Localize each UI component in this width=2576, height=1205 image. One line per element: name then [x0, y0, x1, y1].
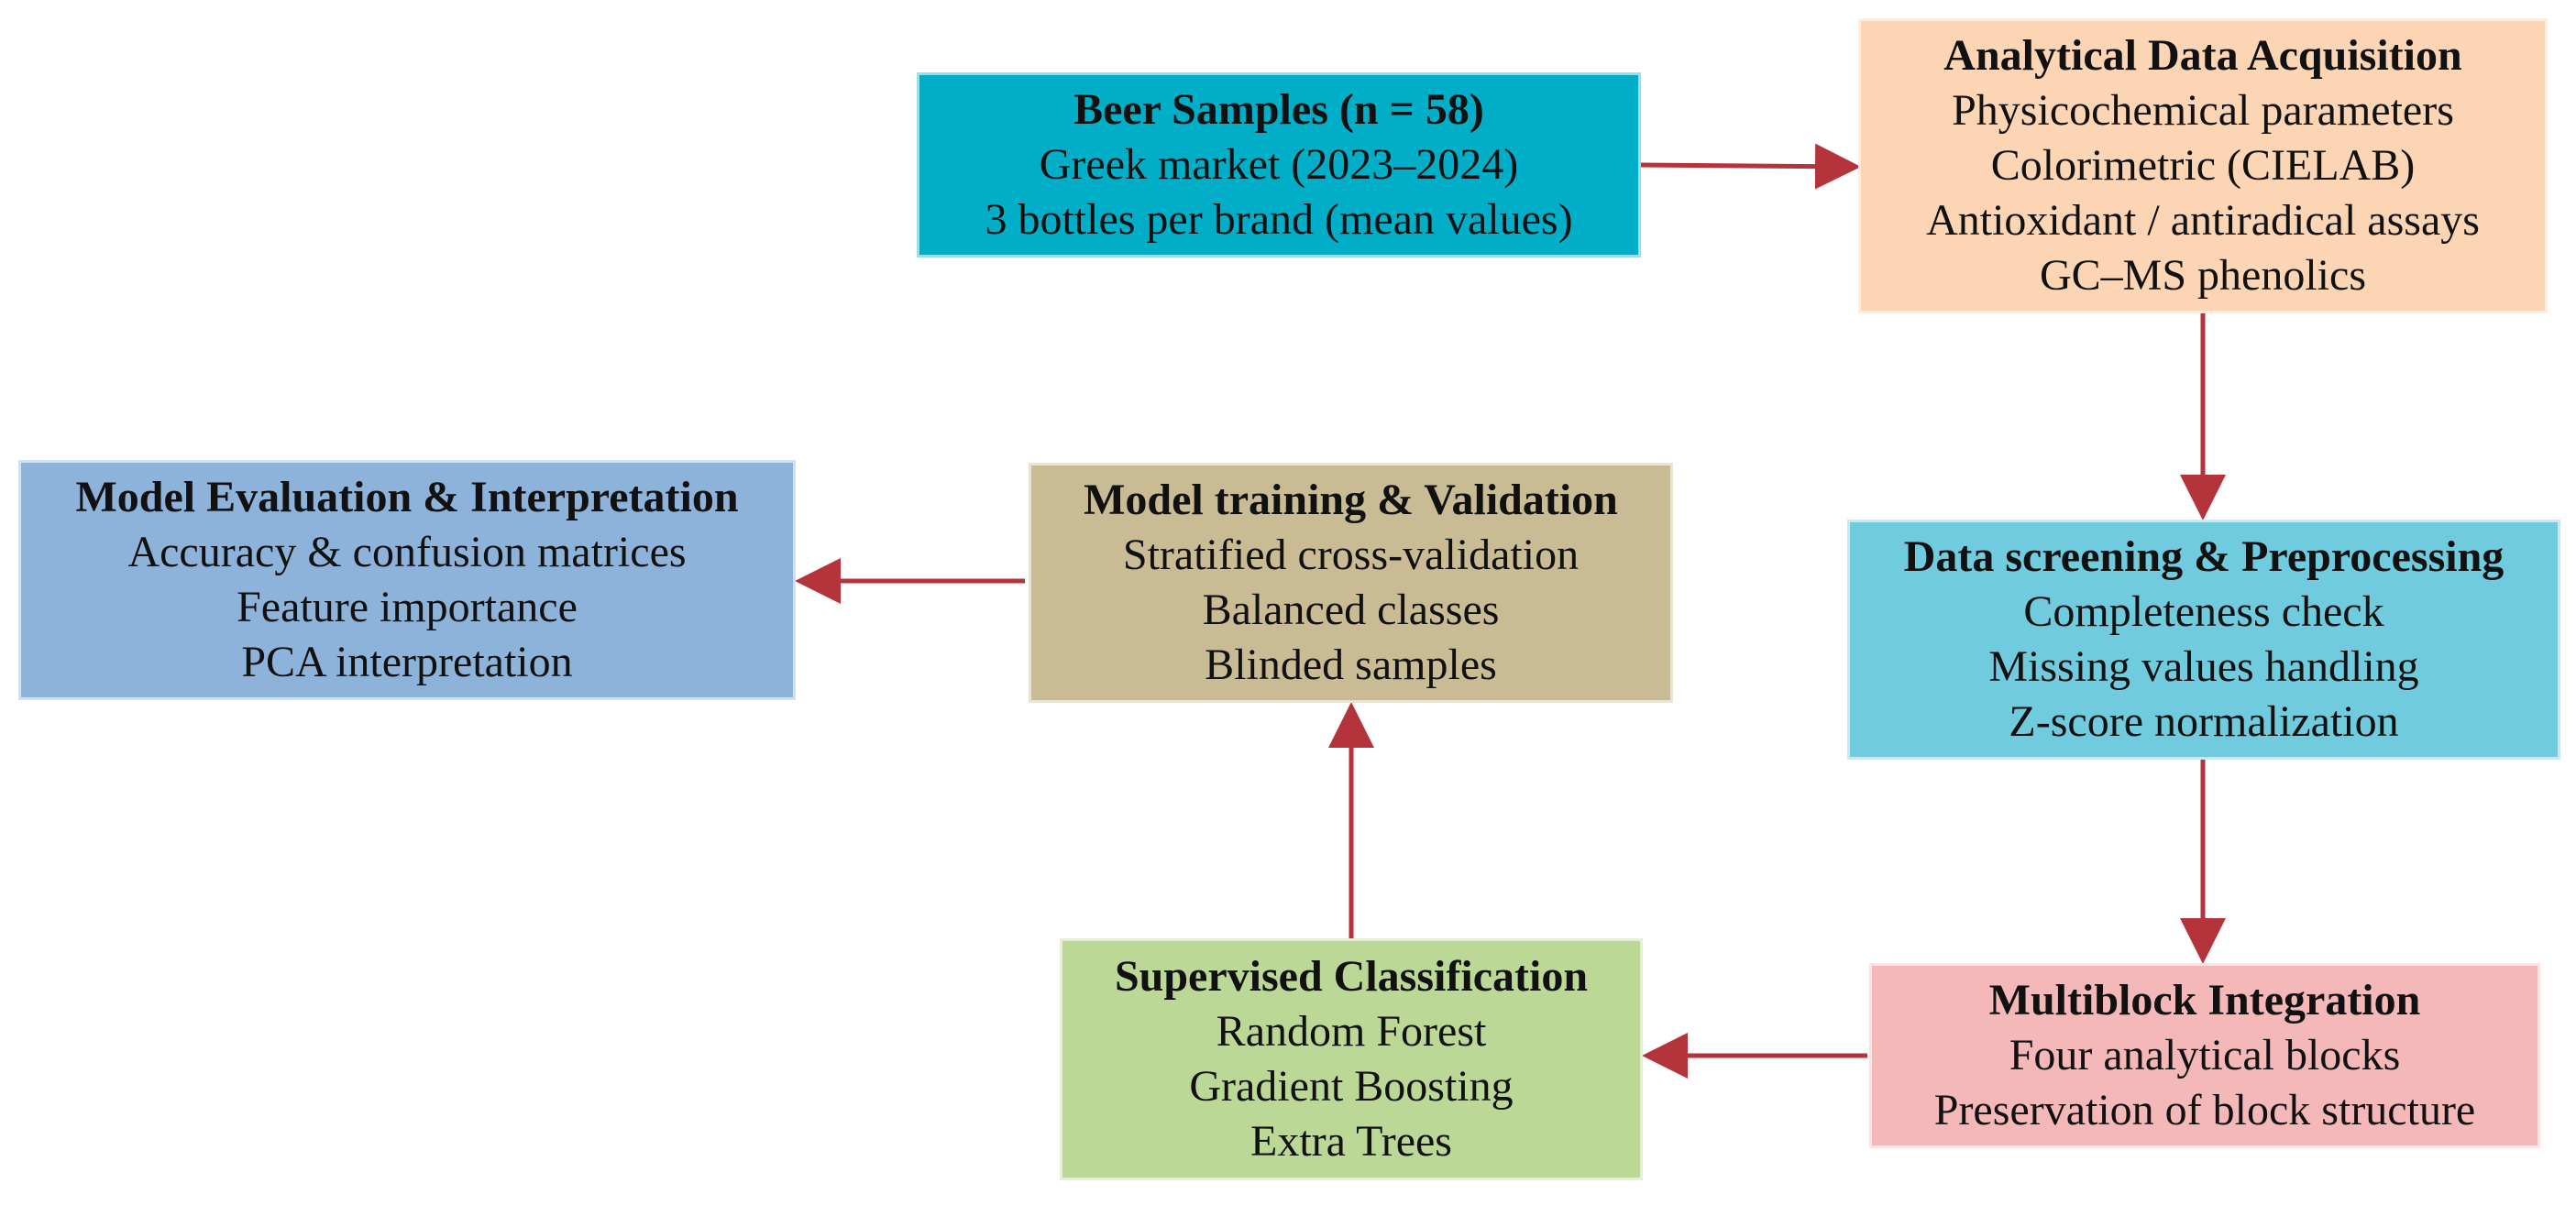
data-screening-box: Data screening & Preprocessing Completen… [1847, 520, 2560, 760]
analytical-data-acquisition-box: Analytical Data Acquisition Physicochemi… [1858, 18, 2548, 313]
box-line: Balanced classes [1202, 586, 1500, 634]
model-training-box: Model training & Validation Stratified c… [1029, 463, 1673, 703]
box-line: Random Forest [1216, 1007, 1487, 1056]
box-line: Feature importance [237, 583, 578, 631]
box-title: Model training & Validation [1084, 476, 1618, 524]
box-line: Colorimetric (CIELAB) [1990, 141, 2416, 190]
box-line: Gradient Boosting [1189, 1062, 1514, 1111]
box-line: 3 bottles per brand (mean values) [985, 195, 1573, 244]
box-line: Blinded samples [1205, 641, 1497, 689]
box-line: Extra Trees [1250, 1117, 1452, 1166]
beer-samples-box: Beer Samples (n = 58) Greek market (2023… [917, 72, 1641, 257]
box-line: Preservation of block structure [1933, 1086, 2476, 1134]
box-line: Accuracy & confusion matrices [127, 528, 687, 576]
box-line: Greek market (2023–2024) [1039, 140, 1519, 189]
box-line: PCA interpretation [241, 638, 573, 686]
box-line: Physicochemical parameters [1952, 86, 2454, 135]
box-title: Multiblock Integration [1988, 976, 2421, 1024]
box-line: Completeness check [2023, 587, 2384, 636]
multiblock-integration-box: Multiblock Integration Four analytical b… [1869, 963, 2540, 1148]
model-evaluation-box: Model Evaluation & Interpretation Accura… [18, 460, 796, 700]
box-line: GC–MS phenolics [2039, 251, 2366, 300]
box-line: Antioxidant / antiradical assays [1926, 196, 2480, 245]
supervised-classification-box: Supervised Classification Random Forest … [1060, 938, 1643, 1180]
box-line: Stratified cross-validation [1122, 531, 1580, 579]
box-line: Missing values handling [1988, 642, 2419, 691]
box-title: Data screening & Preprocessing [1903, 532, 2504, 581]
box-line: Z-score normalization [2009, 697, 2399, 746]
box-title: Beer Samples (n = 58) [1073, 85, 1484, 134]
box-line: Four analytical blocks [2009, 1031, 2401, 1079]
box-title: Model Evaluation & Interpretation [75, 473, 739, 521]
arrow-beer-to-acquisition [1640, 143, 1861, 190]
box-title: Supervised Classification [1114, 952, 1589, 1001]
box-title: Analytical Data Acquisition [1943, 31, 2462, 80]
